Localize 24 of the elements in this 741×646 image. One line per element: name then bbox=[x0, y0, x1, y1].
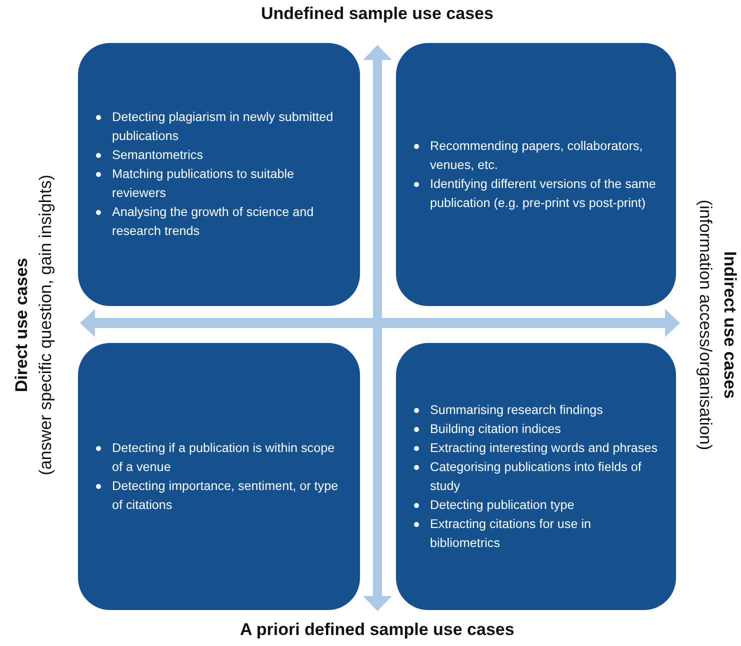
axis-label: Indirect use cases bbox=[719, 251, 740, 399]
bullet-item: Categorising publications into fields of study bbox=[412, 458, 664, 496]
bullet-item: Extracting interesting words and phrases bbox=[412, 438, 664, 458]
quadrant-box bbox=[396, 43, 676, 306]
axis-label: (answer specific question, gain insights) bbox=[36, 174, 56, 476]
bullet-item: Detecting plagiarism in newly submitted publications bbox=[94, 108, 348, 146]
quadrant-box bbox=[396, 343, 676, 610]
bullet-item: Analysing the growth of science and research trends bbox=[94, 203, 348, 241]
quadrant-box bbox=[78, 43, 360, 306]
bullet-item: Semantometrics bbox=[94, 146, 348, 165]
bullet-item: Identifying different versions of the same publication (e.g. pre-print vs post-print) bbox=[412, 174, 664, 212]
axis-label: A priori defined sample use cases bbox=[240, 620, 514, 640]
axis-label: Direct use cases bbox=[12, 258, 32, 392]
bullet-item: Recommending papers, collaborators, venues, etc. bbox=[412, 136, 664, 174]
bullet-item: Extracting citations for use in bibliometrics bbox=[412, 514, 664, 552]
bullet-item: Matching publications to suitable reviewers bbox=[94, 165, 348, 203]
bullet-item: Summarising research findings bbox=[412, 400, 664, 420]
bullet-item: Building citation indices bbox=[412, 420, 664, 438]
bullet-item: Detecting importance, sentiment, or type of citations bbox=[94, 476, 348, 514]
bullet-item: Detecting publication type bbox=[412, 496, 664, 514]
bullet-item: Detecting if a publication is within scope of a venue bbox=[94, 438, 348, 476]
quadrant-box bbox=[78, 343, 360, 610]
axis-label: Undefined sample use cases bbox=[261, 4, 494, 24]
axis-label: (information access/organisation) bbox=[695, 200, 716, 450]
